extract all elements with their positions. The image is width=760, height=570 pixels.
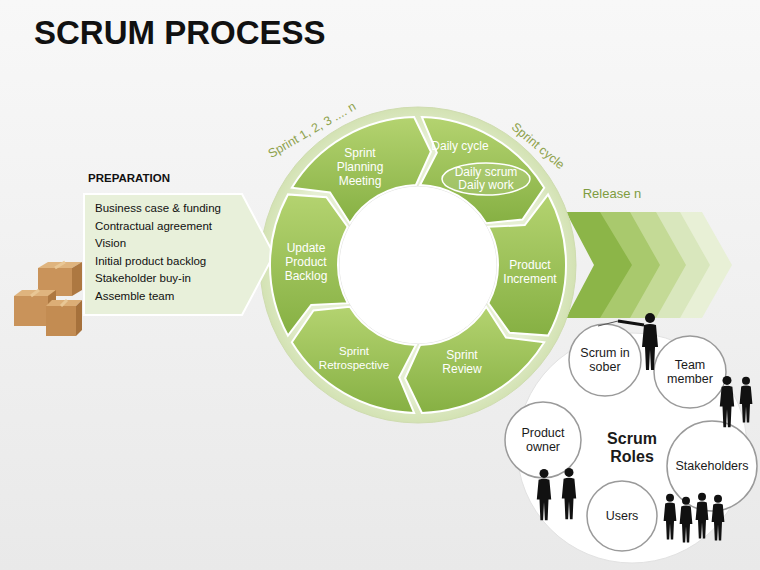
text-holder: Sprint Planning Meeting [331, 146, 389, 188]
role-circle: Team member [653, 335, 727, 409]
release-chevrons [566, 212, 732, 318]
list-item: Assemble team [95, 288, 221, 306]
text-holder: Release n [583, 186, 642, 201]
daily-oval: Daily scrum Daily work [441, 162, 531, 196]
people [537, 313, 753, 542]
drawing-part [680, 497, 693, 543]
oval-label: Daily scrum Daily work [452, 166, 520, 192]
step-label: Product Increment [499, 258, 561, 286]
sprint-step: Sprint Review [403, 304, 547, 415]
text-holder: Scrum Roles [597, 430, 667, 466]
text-holder: Update Product Backlog [278, 241, 334, 283]
segment-shape [405, 307, 544, 413]
drawing-part [537, 469, 551, 520]
drawing-part [46, 300, 82, 306]
text-holder: Sprint Review [437, 348, 487, 376]
drawing-part [618, 321, 644, 325]
list-item: Initial product backlog [95, 253, 221, 271]
cycle-hole [339, 186, 497, 344]
circle-shape [654, 336, 726, 408]
cycle-backdrop [260, 107, 576, 423]
sprint-step: Sprint Retrospective [289, 304, 418, 415]
drawing-part [61, 300, 67, 306]
drawing-part [14, 296, 48, 326]
text-holder: Business case & fundingContractual agree… [95, 200, 221, 305]
step-label: Sprint Review [437, 348, 487, 376]
list-item: Vision [95, 235, 221, 253]
role-circle: Scrum in sober [568, 323, 642, 397]
text-holder: Team member [662, 358, 718, 386]
drawing-part [740, 377, 753, 423]
step-label: Update Product Backlog [278, 241, 334, 283]
drawing-part [31, 290, 39, 296]
list-item: Contractual agreement [95, 218, 221, 236]
drawing-part [55, 262, 65, 268]
drawing-part [712, 495, 725, 541]
text-holder: Product Increment [499, 258, 561, 286]
text-holder: Product owner [513, 426, 573, 454]
role-label: Stakeholders [672, 459, 752, 473]
sprint-step: Product Increment [486, 192, 568, 338]
drawing-part [720, 376, 734, 427]
text-holder: Daily cycle [425, 139, 495, 153]
segment-shape [270, 194, 348, 335]
role-circle: Users [586, 480, 658, 552]
circle-shape [505, 402, 581, 478]
page-title: SCRUM PROCESS [34, 14, 326, 52]
segment-shape [488, 194, 566, 335]
circle-shape [569, 324, 641, 396]
circle-shape [587, 481, 657, 551]
circle-shape [667, 421, 757, 511]
section-heading: PREPARATION [88, 172, 170, 184]
step-label: Sprint Planning Meeting [331, 146, 389, 188]
step-label: Daily cycle [425, 139, 495, 153]
sprint-step: Update Product Backlog [268, 192, 350, 338]
step-label: Sprint Retrospective [315, 344, 393, 372]
drawing-part [598, 321, 618, 326]
text-holder: PREPARATION [88, 172, 170, 184]
text-holder: Scrum in sober [577, 346, 633, 374]
role-circle: Product owner [504, 401, 582, 479]
text-holder: Daily scrum Daily work [452, 166, 520, 192]
text-holder: Users [592, 509, 652, 523]
role-circle: Stakeholders [666, 420, 758, 512]
oval-shape [442, 163, 530, 195]
list-item: Business case & funding [95, 200, 221, 218]
role-label: Users [592, 509, 652, 523]
text-holder: Stakeholders [672, 459, 752, 473]
text-holder: Sprint Retrospective [315, 344, 393, 372]
drawing-part [72, 262, 82, 296]
cardboard-boxes [14, 262, 82, 336]
drawing-part [46, 306, 76, 336]
drawing-part [562, 468, 576, 519]
cycle-label: Release n [583, 186, 642, 201]
list-item: Stakeholder buy-in [95, 270, 221, 288]
role-label: Scrum in sober [577, 346, 633, 374]
drawing-part [76, 300, 82, 336]
role-label: Product owner [513, 426, 573, 454]
roles-heading: Scrum Roles [597, 430, 667, 466]
drawing-part [696, 493, 709, 539]
preparation-arrow: PREPARATION Business case & fundingContra… [82, 170, 276, 317]
segment-shape [292, 307, 416, 413]
drawing-part [642, 313, 658, 370]
role-label: Team member [662, 358, 718, 386]
text-holder: SCRUM PROCESS [34, 14, 326, 52]
drawing-part [664, 494, 677, 540]
arrow-shape [84, 194, 274, 315]
